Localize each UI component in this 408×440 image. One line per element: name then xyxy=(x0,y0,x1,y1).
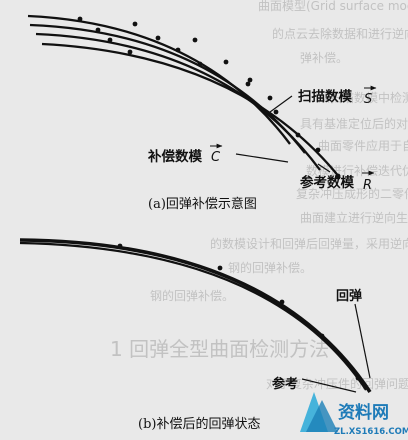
label-ref-vec: R xyxy=(363,178,372,193)
watermark-logo-icon xyxy=(300,392,338,432)
arc-a-3 xyxy=(35,32,321,171)
arc-a-nodes xyxy=(77,16,341,179)
node-point xyxy=(127,49,133,55)
label-ref-text: 参考数模 xyxy=(300,174,354,191)
node-point xyxy=(315,147,321,153)
node-point xyxy=(192,37,198,43)
bg-line-4: 从扫描数模中检测出形状数据或零件本 xyxy=(318,90,408,105)
caption-b: (b)补偿后的回弹状态 xyxy=(138,416,260,432)
node-point xyxy=(95,27,101,33)
arc-a-1 xyxy=(27,14,291,145)
node-point xyxy=(223,59,229,65)
leader-scan xyxy=(269,95,293,113)
label-ref: 参考数模 R xyxy=(300,170,375,193)
bg-heading: 1 回弹全型曲面检测方法 xyxy=(110,337,329,361)
node-point xyxy=(279,299,285,305)
label-scan-text: 扫描数模 xyxy=(298,88,352,105)
node-point xyxy=(273,109,279,115)
label-springback: 回弹 xyxy=(336,288,362,304)
node-point xyxy=(319,333,325,339)
watermark-brand: 资料网 xyxy=(338,402,389,423)
label-ref-b: 参考 xyxy=(272,376,298,392)
node-point xyxy=(155,35,161,41)
leader-ref xyxy=(317,163,331,173)
diagram-a: 扫描数模 S 补偿数模 C 参考数模 R (a)回弹补偿示意图 xyxy=(27,14,377,212)
bg-line-11: 钢的回弹补偿。 xyxy=(228,260,312,275)
label-comp-text: 补偿数模 xyxy=(147,148,202,165)
node-point xyxy=(117,243,123,249)
bg-line-9: 曲面建立进行逆向生成全型回弹控制后零件与设计数 xyxy=(300,210,408,225)
bg-line-12: 钢的回弹补偿。 xyxy=(150,288,234,303)
bg-line-10: 的数模设计和回弹后回弹量，采用逆向模数迭代 xyxy=(210,236,408,251)
bg-line-13: 对于复杂冲压件的回弹问题……型面变化中为可以 xyxy=(266,376,408,391)
bg-line-2: 的点云去除数据和进行逆向建模，但其仍有所 xyxy=(272,26,408,41)
node-point xyxy=(267,95,273,101)
arc-b-ref xyxy=(19,238,372,393)
node-point xyxy=(197,61,203,67)
node-point xyxy=(295,132,301,138)
node-point xyxy=(132,21,138,27)
arc-b-nodes xyxy=(117,243,361,381)
bg-line-1: 曲面模型(Grid surface model)对于曲面的 xyxy=(258,0,408,13)
bg-line-5: 具有基准定位后的对应几何零件。然而，针对足 xyxy=(300,116,408,131)
arc-a-2 xyxy=(29,23,306,154)
watermark-url: ZL.XS1616.COM xyxy=(334,427,408,437)
leader-comp xyxy=(235,153,289,163)
arc-b-springback xyxy=(19,241,367,391)
node-point xyxy=(77,16,83,22)
label-comp-vec: C xyxy=(211,150,221,165)
node-point xyxy=(355,375,361,381)
node-point xyxy=(175,47,181,53)
node-point xyxy=(217,265,223,271)
diagram-b: 回弹 参考 (b)补偿后的回弹状态 xyxy=(19,238,372,432)
arc-a-4 xyxy=(41,42,341,179)
label-scan: 扫描数模 S xyxy=(298,85,377,107)
caption-a: (a)回弹补偿示意图 xyxy=(148,196,257,212)
background-page-text: 曲面模型(Grid surface model)对于曲面的 的点云去除数据和进行… xyxy=(110,0,408,391)
leader-springback xyxy=(354,303,371,379)
label-comp: 补偿数模 C xyxy=(147,143,223,165)
leader-ref-b xyxy=(301,378,357,393)
node-point xyxy=(245,81,251,87)
bg-line-3: 弹补偿。 xyxy=(300,50,348,65)
bg-line-8: 复杂冲压成形的二零件模式与零件进行三维全型回弹 xyxy=(296,186,408,201)
node-point xyxy=(335,173,341,179)
node-point xyxy=(247,77,253,83)
watermark: 资料网 ZL.XS1616.COM xyxy=(300,392,408,437)
bg-line-6: 曲面零件应用于自动化补偿运算。本文以某大型 xyxy=(318,138,408,153)
node-point xyxy=(107,37,113,43)
label-scan-vec: S xyxy=(364,92,372,107)
